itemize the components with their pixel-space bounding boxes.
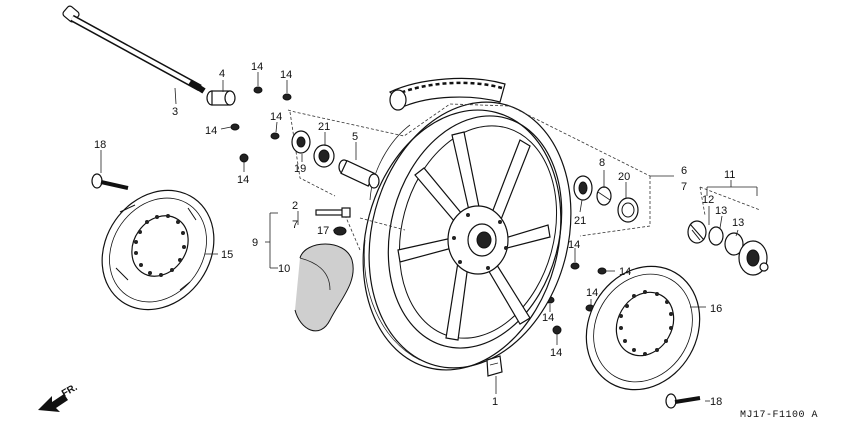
front-label: FR. — [60, 382, 80, 400]
callout-14: 14 — [568, 239, 580, 251]
bearing-right — [573, 175, 593, 201]
distance-collar — [338, 159, 380, 189]
callout-9: 9 — [252, 237, 258, 249]
callout-18: 18 — [710, 396, 722, 408]
callout-8: 8 — [599, 157, 605, 169]
callout-13: 13 — [715, 205, 727, 217]
callout-14: 14 — [619, 266, 631, 278]
brake-disc-right — [585, 265, 701, 391]
nut-group — [230, 86, 607, 335]
callout-2: 2 — [292, 200, 298, 212]
speedometer-gearbox — [687, 220, 769, 276]
retainer-8 — [596, 186, 612, 206]
assembly-outline — [287, 103, 761, 251]
callout-14: 14 — [542, 312, 554, 324]
callout-21: 21 — [574, 215, 586, 227]
callout-19: 19 — [294, 163, 306, 175]
callout-16: 16 — [710, 303, 722, 315]
callout-4: 4 — [219, 68, 225, 80]
callout-labels: 3 4 14 14 14 14 14 18 15 21 5 19 2 7 17 … — [94, 61, 744, 408]
diagram-code: MJ17-F1100 A — [740, 410, 818, 421]
front-direction-arrow: FR. — [38, 382, 80, 412]
callout-14: 14 — [237, 174, 249, 186]
brake-disc-left — [101, 189, 215, 311]
tire-section — [388, 77, 506, 111]
callout-21: 21 — [318, 121, 330, 133]
seal-left — [313, 144, 335, 168]
callout-13: 13 — [732, 217, 744, 229]
callout-7: 7 — [681, 181, 687, 193]
callout-10: 10 — [278, 263, 290, 275]
cast-wheel — [362, 101, 572, 371]
front-axle — [62, 5, 206, 94]
callout-20: 20 — [618, 171, 630, 183]
callout-14: 14 — [205, 125, 217, 137]
callout-5: 5 — [352, 131, 358, 143]
bearing-left — [291, 130, 311, 154]
disc-bolt-right — [665, 393, 701, 409]
callout-17: 17 — [317, 225, 329, 237]
callout-15: 15 — [221, 249, 233, 261]
seal-20 — [617, 197, 639, 223]
callout-6: 6 — [681, 165, 687, 177]
callout-14: 14 — [280, 69, 292, 81]
callout-14: 14 — [270, 111, 282, 123]
axle-collar — [206, 90, 236, 106]
callout-18: 18 — [94, 139, 106, 151]
callout-14: 14 — [251, 61, 263, 73]
balance-weight — [486, 355, 503, 377]
callout-3: 3 — [172, 106, 178, 118]
callout-1: 1 — [492, 396, 498, 408]
tire-valve — [315, 207, 351, 236]
leader-lines — [100, 72, 758, 402]
callout-14: 14 — [550, 347, 562, 359]
inner-tube — [294, 243, 354, 332]
disc-bolt-left — [91, 173, 129, 190]
callout-12: 12 — [702, 194, 714, 206]
callout-7: 7 — [292, 219, 298, 231]
callout-14: 14 — [586, 287, 598, 299]
callout-11: 11 — [724, 169, 735, 181]
